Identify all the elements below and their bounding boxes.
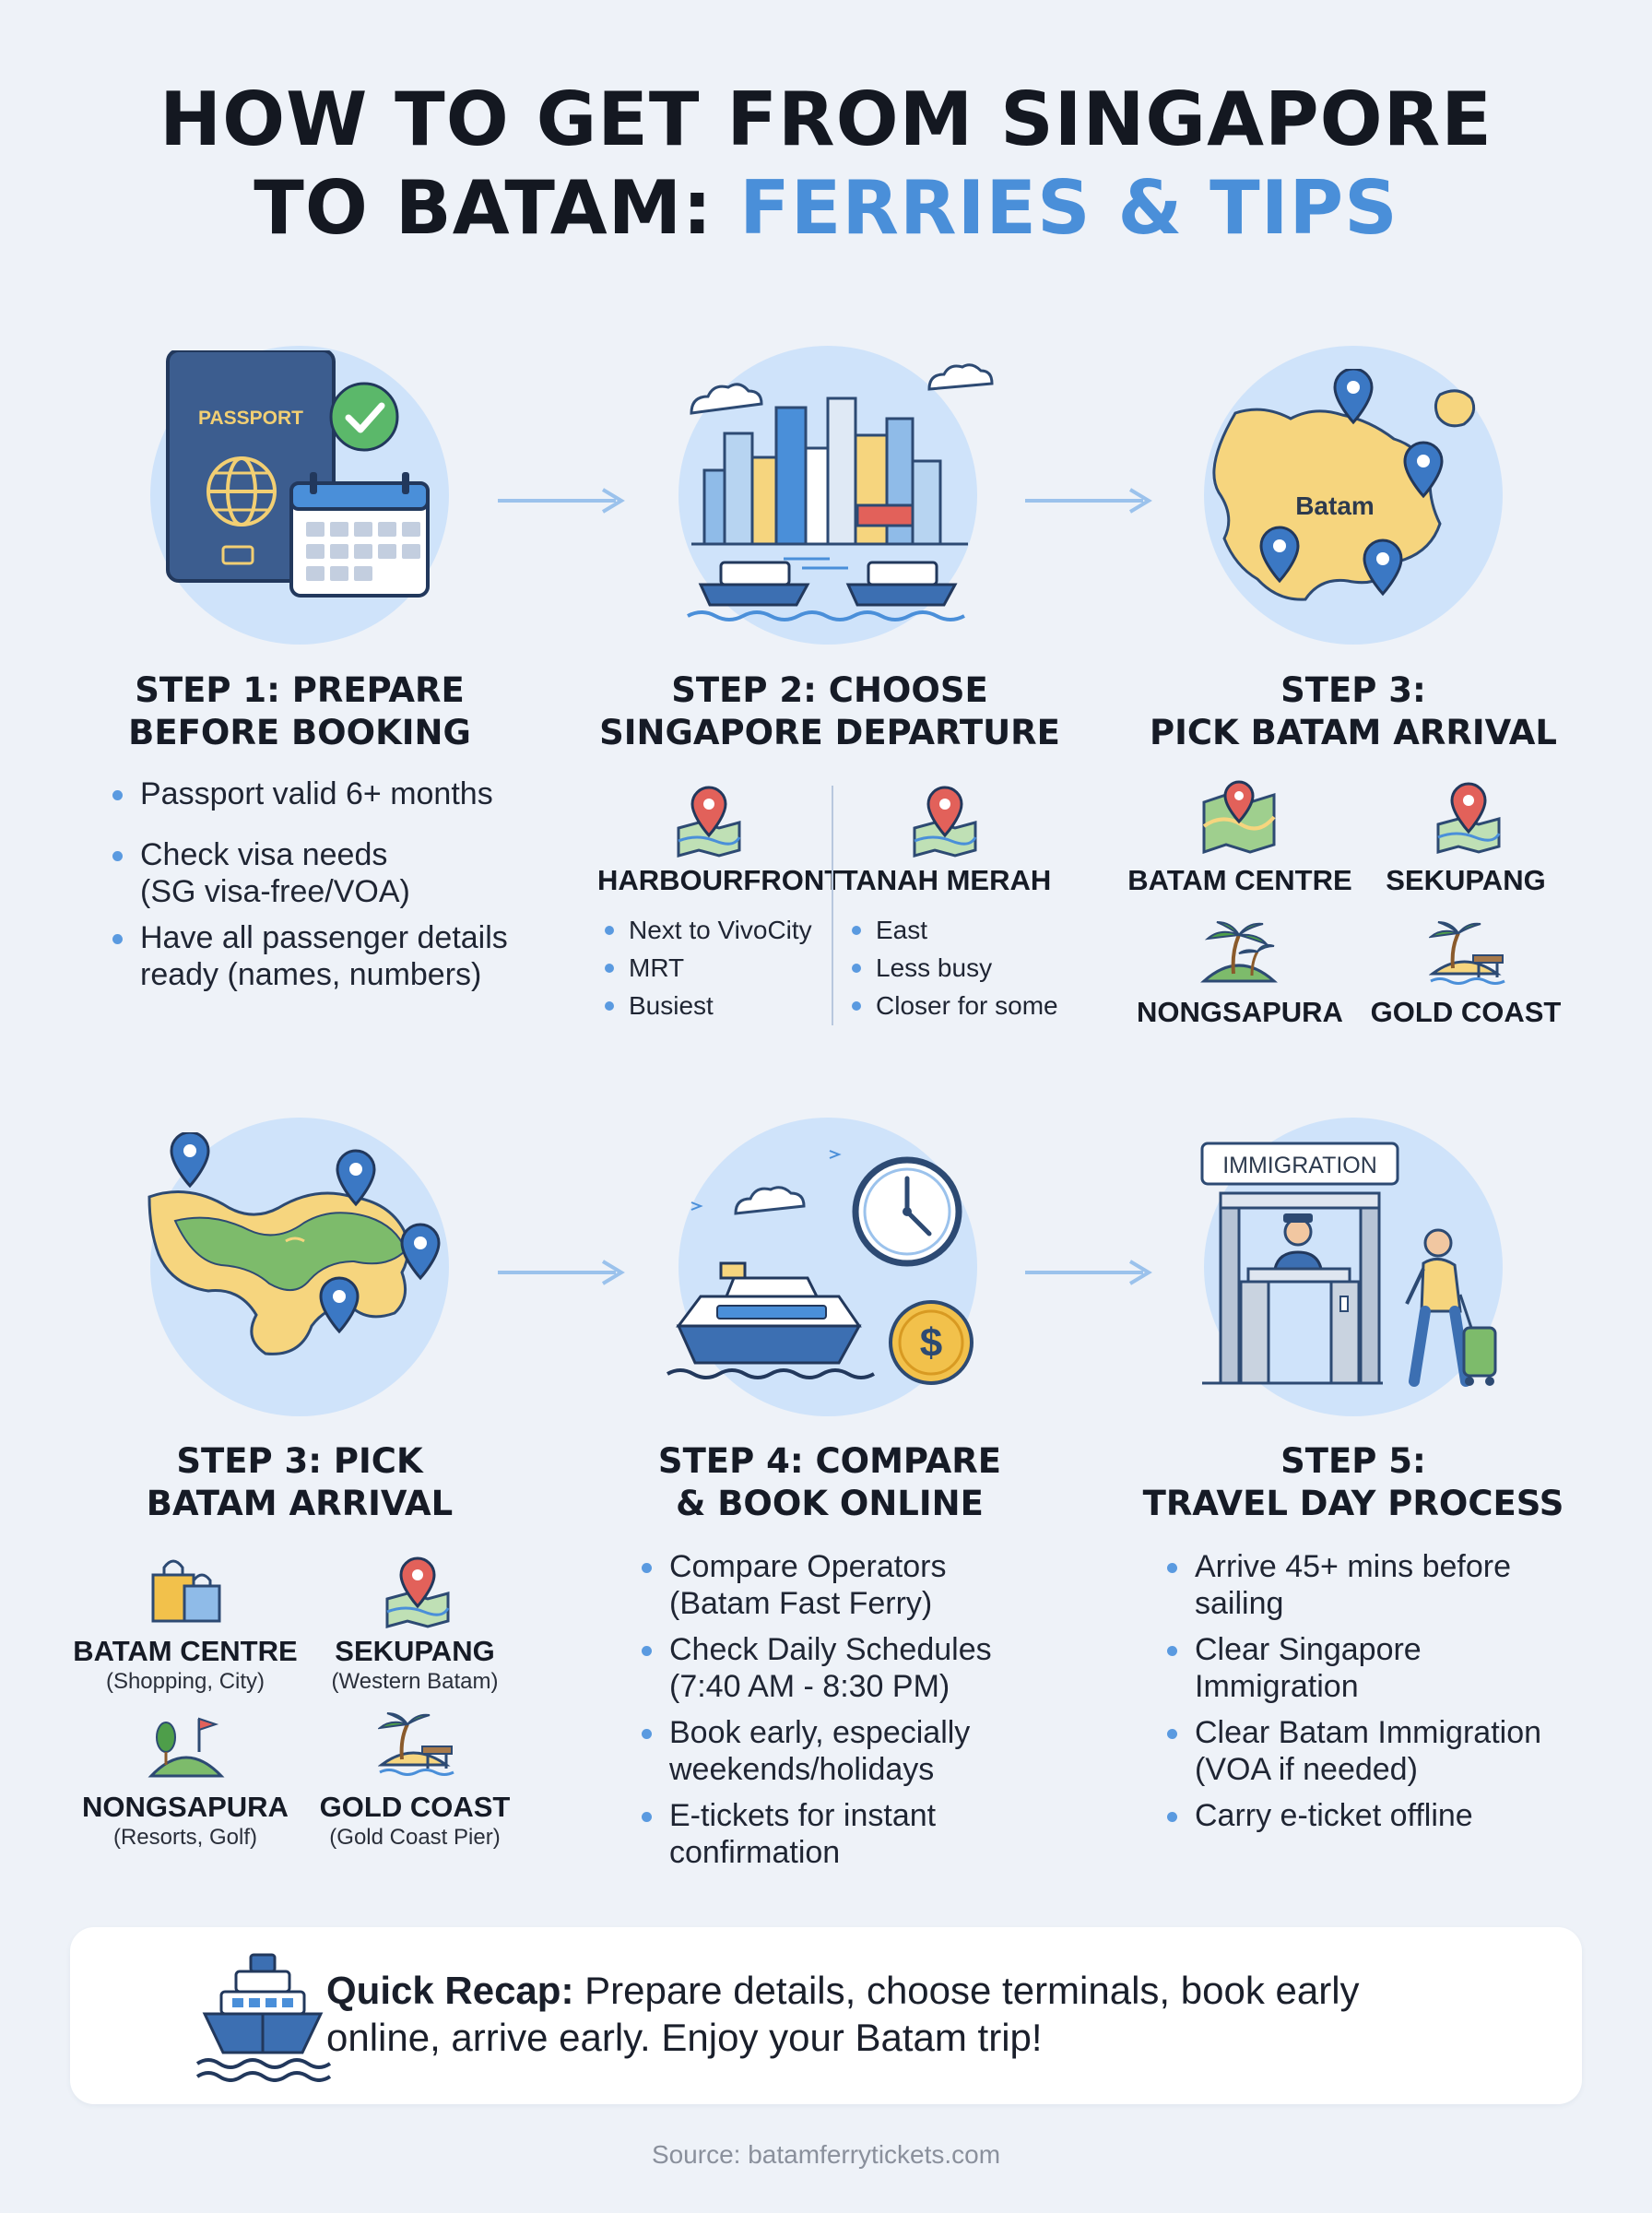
- step1-heading: STEP 1: PREPARE BEFORE BOOKING: [92, 669, 507, 754]
- terminal-gold-coast: GOLD COAST: [319, 1791, 511, 1823]
- beach-pier-icon: [378, 1712, 454, 1776]
- beach-pier-icon: [1429, 921, 1505, 985]
- step3a-heading-line1: STEP 3:: [1280, 670, 1426, 710]
- skyline-ferries-icon: [687, 363, 994, 621]
- step4-heading-line1: STEP 4: COMPARE: [657, 1441, 1002, 1481]
- step5-heading-line2: TRAVEL DAY PROCESS: [1142, 1484, 1564, 1523]
- step3b-heading-line2: BATAM ARRIVAL: [146, 1484, 454, 1523]
- list-item: MRT: [603, 949, 824, 987]
- step4-heading-line2: & BOOK ONLINE: [676, 1484, 984, 1523]
- step3a-heading: STEP 3: PICK BATAM ARRIVAL: [1123, 669, 1584, 754]
- passport-calendar-icon: PASSPORT: [166, 350, 430, 598]
- step1-bullets: Passport valid 6+ months Check visa need…: [111, 775, 544, 993]
- terminal-nongsapura: NONGSAPURA: [82, 1791, 289, 1823]
- terminal-divider: [832, 786, 833, 1025]
- step2-heading-line1: STEP 2: CHOOSE: [671, 670, 988, 710]
- step5-heading-line1: STEP 5:: [1280, 1441, 1426, 1481]
- list-item: Compare Operators (Batam Fast Ferry): [640, 1548, 1009, 1622]
- step5-heading: STEP 5: TRAVEL DAY PROCESS: [1123, 1440, 1584, 1525]
- ship-icon: [195, 1953, 332, 2082]
- quick-recap-body: Prepare details, choose terminals, book …: [326, 1969, 1360, 2059]
- immigration-label: IMMIGRATION: [1222, 1153, 1377, 1178]
- list-item: E-tickets for instant confirmation: [640, 1797, 983, 1871]
- list-item: Book early, especially weekends/holidays: [640, 1714, 1009, 1788]
- list-item: Clear Singapore Immigration: [1165, 1631, 1471, 1705]
- harbourfront-bullets: Next to VivoCity MRT Busiest: [603, 911, 824, 1024]
- step2-heading: STEP 2: CHOOSE SINGAPORE DEPARTURE: [590, 669, 1069, 754]
- list-item: Passport valid 6+ months: [111, 775, 544, 812]
- title-line-2: TO BATAM: FERRIES & TIPS: [0, 164, 1652, 253]
- arrow-step4-to-step5: [1025, 1260, 1152, 1285]
- source-credit: Source: batamferrytickets.com: [651, 2140, 1001, 2169]
- terminal-note: (Gold Coast Pier): [329, 1825, 501, 1850]
- terminal-sekupang: SEKUPANG: [1386, 864, 1546, 896]
- passport-label: PASSPORT: [198, 408, 303, 429]
- step1-heading-line2: BEFORE BOOKING: [128, 713, 471, 752]
- map-pin-icon: [385, 1556, 450, 1628]
- step3b-heading-line1: STEP 3: PICK: [176, 1441, 423, 1481]
- terminal-batam-centre: BATAM CENTRE: [1127, 864, 1352, 896]
- step1-heading-line1: STEP 1: PREPARE: [135, 670, 465, 710]
- list-item: Less busy: [850, 949, 1071, 987]
- quick-recap-text: Quick Recap: Prepare details, choose ter…: [326, 1967, 1433, 2061]
- list-item: Carry e-ticket offline: [1165, 1797, 1562, 1834]
- terminal-sekupang: SEKUPANG: [335, 1635, 495, 1667]
- shopping-bags-icon: [151, 1559, 221, 1623]
- batam-green-map-icon: [148, 1132, 441, 1355]
- palm-island-icon: [1200, 921, 1278, 983]
- list-item: Arrive 45+ mins before sailing: [1165, 1548, 1545, 1622]
- step2-heading-line2: SINGAPORE DEPARTURE: [599, 713, 1060, 752]
- step3a-heading-line2: PICK BATAM ARRIVAL: [1150, 713, 1557, 752]
- map-icon: [1202, 780, 1276, 854]
- list-item: Have all passenger details ready (names,…: [111, 919, 537, 993]
- terminal-note: (Shopping, City): [105, 1669, 266, 1694]
- golf-icon: [148, 1717, 225, 1778]
- list-item: Clear Batam Immigration (VOA if needed): [1165, 1714, 1582, 1788]
- arrow-step3-to-step4: [498, 1260, 625, 1285]
- step5-bullets: Arrive 45+ mins before sailing Clear Sin…: [1165, 1548, 1562, 1834]
- terminal-tanah-merah: TANAH MERAH: [840, 864, 1052, 896]
- title-line-2-accent: FERRIES & TIPS: [739, 165, 1398, 251]
- title-line-2-plain: TO BATAM:: [254, 165, 740, 251]
- list-item: Check visa needs (SG visa-free/VOA): [111, 836, 417, 910]
- quick-recap-card: [70, 1927, 1582, 2104]
- arrow-step2-to-step3: [1025, 488, 1152, 514]
- step3b-heading: STEP 3: PICK BATAM ARRIVAL: [92, 1440, 507, 1525]
- terminal-note: (Resorts, Golf): [112, 1825, 258, 1850]
- tanah-merah-bullets: East Less busy Closer for some: [850, 911, 1071, 1024]
- list-item: Busiest: [603, 987, 824, 1024]
- terminal-note: (Western Batam): [331, 1669, 499, 1694]
- list-item: Closer for some: [850, 987, 1071, 1024]
- ferry-clock-coin-icon: $: [667, 1150, 974, 1385]
- list-item: East: [850, 911, 1071, 949]
- dollar-sign: $: [920, 1320, 942, 1366]
- step4-bullets: Compare Operators (Batam Fast Ferry) Che…: [640, 1548, 1009, 1871]
- list-item: Check Daily Schedules (7:40 AM - 8:30 PM…: [640, 1631, 1009, 1705]
- arrow-step1-to-step2: [498, 488, 625, 514]
- map-pin-icon: [913, 786, 977, 858]
- batam-map-icon: Batam: [1212, 369, 1476, 601]
- step4-heading: STEP 4: COMPARE & BOOK ONLINE: [590, 1440, 1069, 1525]
- batam-map-label: Batam: [1295, 491, 1375, 520]
- page-title: HOW TO GET FROM SINGAPORE TO BATAM: FERR…: [0, 76, 1652, 253]
- immigration-gate-icon: IMMIGRATION: [1200, 1142, 1497, 1387]
- terminal-harbourfront: HARBOURFRONT: [597, 864, 843, 896]
- terminal-nongsapura: NONGSAPURA: [1137, 996, 1343, 1028]
- list-item: Next to VivoCity: [603, 911, 824, 949]
- map-pin-icon: [1436, 782, 1501, 854]
- quick-recap-label: Quick Recap:: [326, 1969, 574, 2012]
- map-pin-icon: [677, 786, 741, 858]
- title-line-1: HOW TO GET FROM SINGAPORE: [159, 77, 1493, 162]
- terminal-batam-centre: BATAM CENTRE: [73, 1635, 298, 1667]
- terminal-gold-coast: GOLD COAST: [1370, 996, 1562, 1028]
